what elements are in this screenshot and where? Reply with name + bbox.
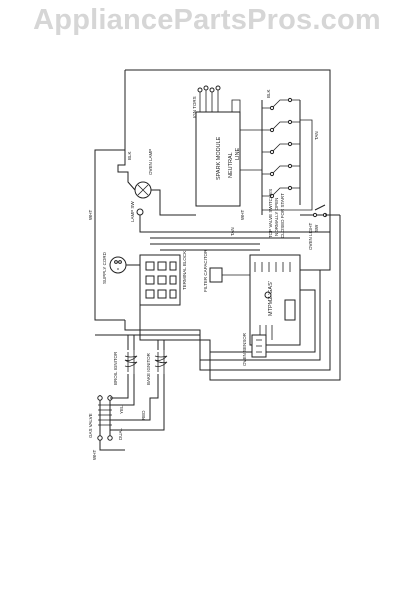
bake-igniter	[154, 340, 168, 392]
wht-left-wire	[94, 149, 125, 321]
yel-label: YEL	[119, 405, 124, 414]
gas-valve-label: GAS VALVE	[88, 413, 93, 438]
terminal-block	[139, 254, 181, 306]
watermark-text: AppliancePartsPros.com	[33, 4, 381, 36]
top-valve-label: TOP VALVE SWITCHES	[268, 189, 273, 238]
supply-cord	[109, 256, 140, 274]
bottom-return-wires	[124, 215, 341, 381]
wht-label-bottom: WHT	[92, 450, 97, 460]
oven-sensor-label: OVEN SENSOR	[242, 332, 247, 366]
gas-valve-label-2: DUAL	[118, 427, 123, 440]
wire-bundle-middle	[150, 231, 330, 251]
control-board-label: MTPMZ 'GAS'	[268, 281, 274, 316]
red-label: RED	[141, 410, 146, 420]
oven-light-label: OVEN LIGHT	[308, 222, 313, 250]
oven-control-board	[249, 254, 301, 346]
wht-label-left: WHT	[88, 210, 93, 220]
top-valve-label-3: CLOSED FOR START	[280, 193, 285, 238]
tan-label-mid: TAN	[230, 227, 235, 236]
line-label: LINE	[235, 147, 241, 160]
oven-light-switch	[300, 204, 340, 218]
lamp-switch	[136, 208, 160, 233]
top-valve-label-2: NORMALLY OPEN	[274, 198, 279, 236]
broil-igniter	[95, 334, 200, 392]
top-valve-switches	[240, 97, 313, 215]
broil-igniter-label: BROIL IGNITOR	[113, 351, 118, 385]
blk-label-lamp: BLK	[127, 151, 132, 160]
spark-module-label: SPARK MODULE	[216, 136, 222, 180]
spark-module-box	[195, 111, 241, 207]
ign-label: IGN TORS	[192, 96, 197, 118]
oven-lamp-label: OVEN LAMP	[148, 149, 153, 175]
tan-label-right: TAN	[314, 131, 319, 140]
oven-sensor	[251, 334, 267, 358]
supply-cord-label: SUPPLY CORD	[102, 251, 107, 284]
neutral-label: NEUTRAL	[228, 152, 234, 178]
wht-label-mid: WHT	[240, 210, 245, 220]
igniter-leads	[197, 85, 241, 112]
filter-cap-label: FILTER CAPACITOR	[203, 249, 208, 292]
dual-gas-valve	[97, 392, 165, 451]
blk-label-top: BLK	[266, 89, 271, 98]
lamp-switch-label: LAMP SW	[130, 201, 135, 222]
terminal-block-label: TERMINAL BLOCK	[182, 251, 187, 290]
filter-capacitor	[209, 267, 250, 283]
bake-igniter-label: BAKE IGNITOR	[146, 352, 151, 385]
oven-light-label-2: SW	[314, 224, 319, 232]
oven-lamp	[117, 150, 196, 216]
